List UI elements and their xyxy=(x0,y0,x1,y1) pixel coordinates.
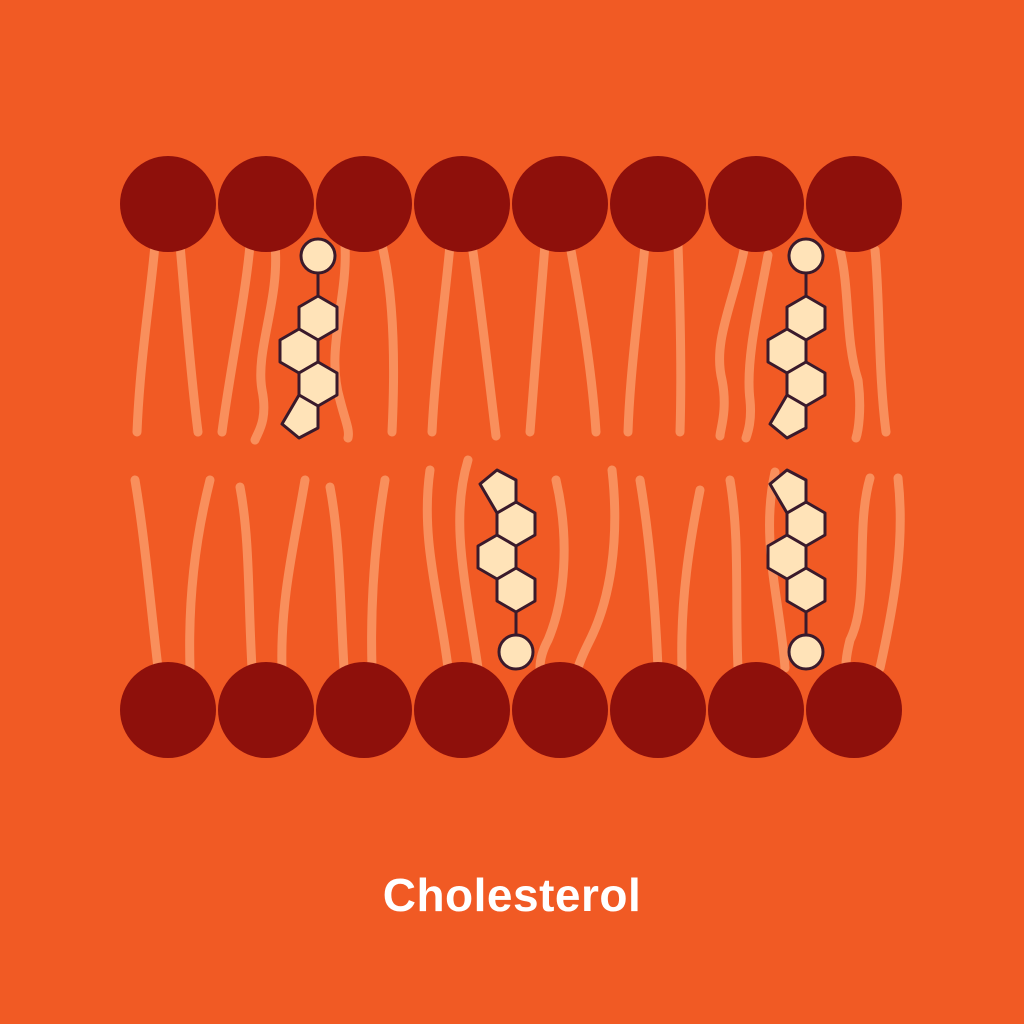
cholesterol-molecule xyxy=(278,237,339,440)
phospholipid-head xyxy=(512,156,608,252)
phospholipid-head xyxy=(512,662,608,758)
bottom-phospholipid-heads xyxy=(120,662,902,758)
cholesterol-molecule xyxy=(766,468,827,671)
phospholipid-head xyxy=(414,156,510,252)
phospholipid-head xyxy=(316,662,412,758)
phospholipid-head xyxy=(610,156,706,252)
phospholipid-head xyxy=(610,662,706,758)
bottom-lipid-tails xyxy=(130,455,905,673)
phospholipid-head xyxy=(218,156,314,252)
phospholipid-head xyxy=(708,662,804,758)
diagram-caption: Cholesterol xyxy=(382,869,642,921)
phospholipid-head xyxy=(414,662,510,758)
phospholipid-head xyxy=(120,662,216,758)
top-phospholipid-heads xyxy=(120,156,902,252)
phospholipid-head xyxy=(708,156,804,252)
cholesterol-molecule xyxy=(766,237,827,440)
phospholipid-head xyxy=(120,156,216,252)
cholesterol-molecule xyxy=(476,468,537,671)
phospholipid-head xyxy=(806,662,902,758)
phospholipid-head xyxy=(806,156,902,252)
phospholipid-head xyxy=(218,662,314,758)
phospholipid-head xyxy=(316,156,412,252)
